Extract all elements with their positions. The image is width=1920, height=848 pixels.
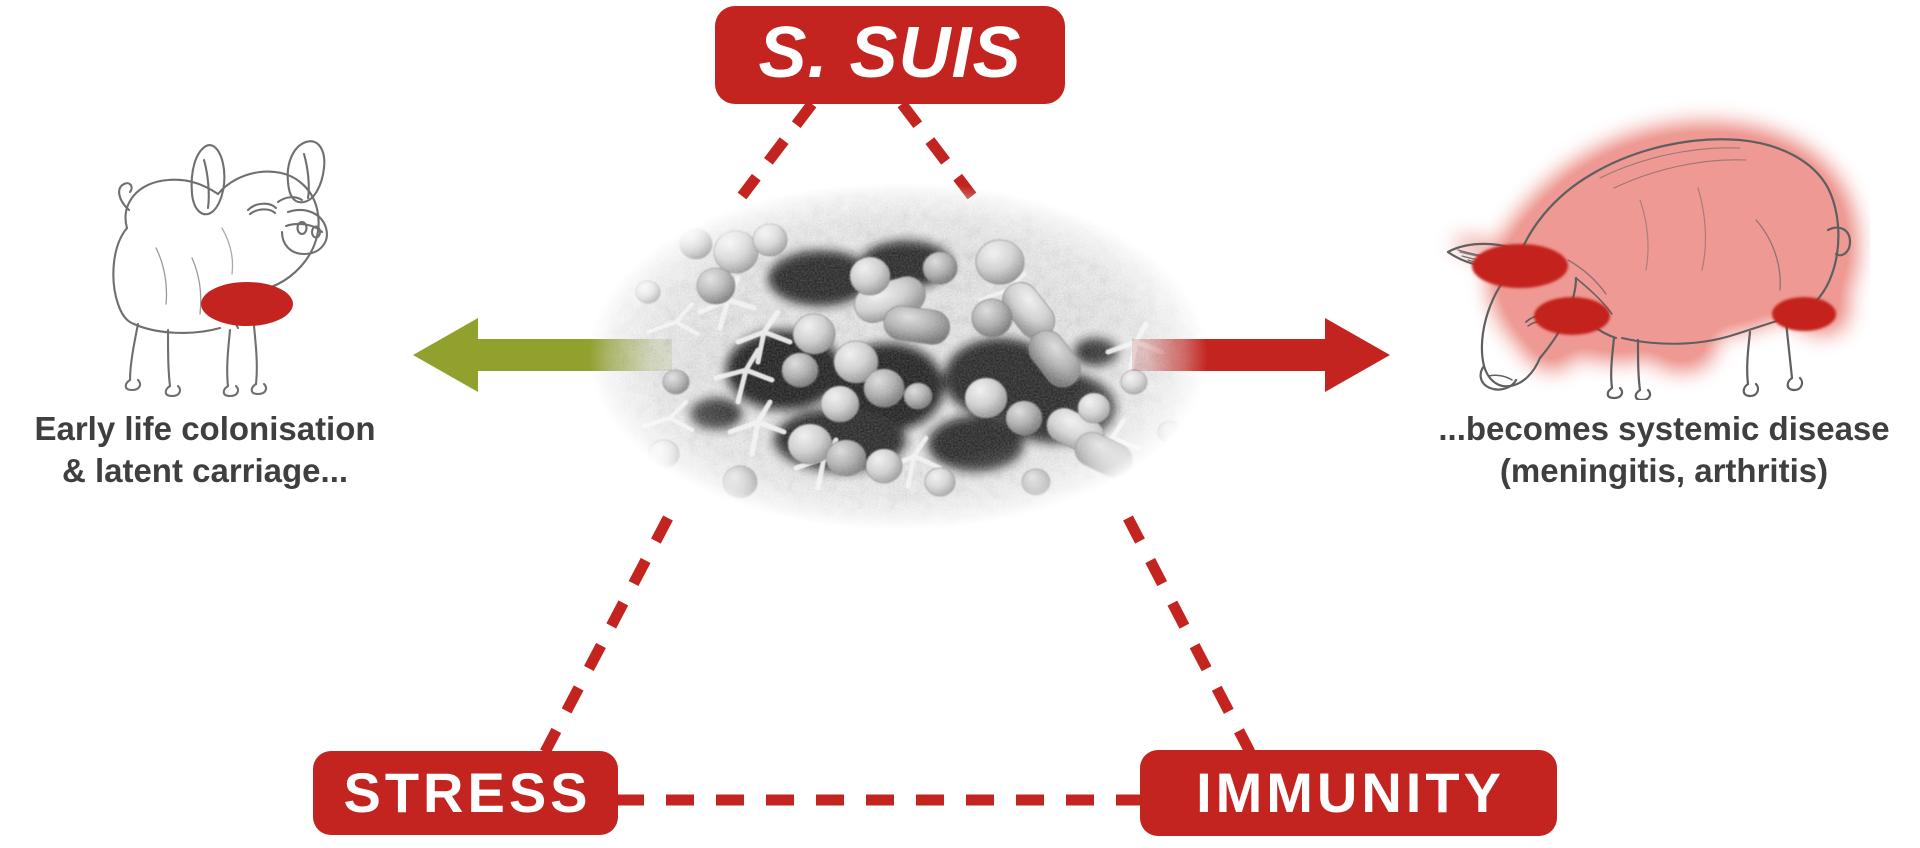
node-immunity-label: IMMUNITY [1196,761,1505,824]
sem-micrograph-bacteria [588,182,1208,530]
marker-head [1472,244,1568,288]
connector-micrograph-stress [540,515,673,755]
disease-site-markers [1472,244,1836,335]
marker-throat [1534,297,1610,335]
node-s-suis-label: S. SUIS [758,13,1022,93]
caption-right: ...becomes systemic disease (meningitis,… [1438,410,1890,490]
connector-micrograph-immunity [1123,515,1255,755]
sick-pig-sketch [1400,70,1870,400]
node-immunity[interactable]: IMMUNITY [1140,750,1557,836]
marker-joint [1772,297,1836,331]
healthy-pig-sketch [72,108,372,398]
node-stress-label: STRESS [343,761,592,824]
node-stress[interactable]: STRESS [313,751,618,835]
colonisation-site-marker [201,282,293,326]
node-s-suis[interactable]: S. SUIS [715,6,1065,104]
caption-left: Early life colonisation & latent carriag… [34,410,376,490]
